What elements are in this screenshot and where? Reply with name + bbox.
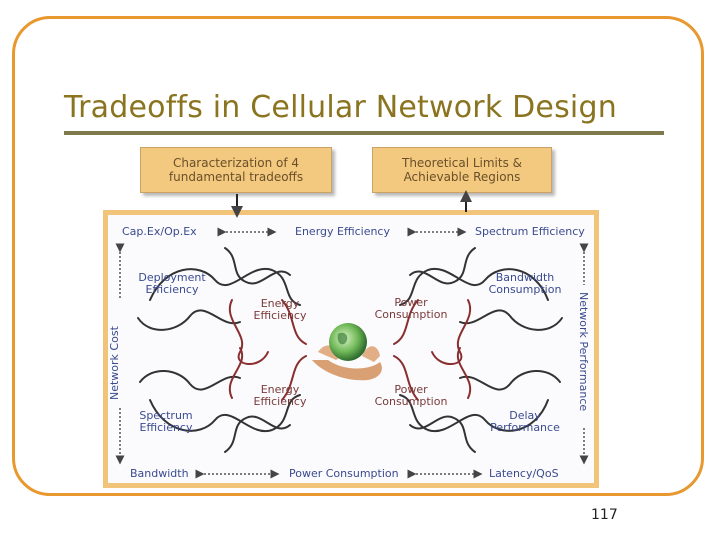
deployment-line-1: Deployment [138,271,206,284]
energy-bottom-line-2: Efficiency [253,395,307,408]
slide-frame [12,16,704,496]
spectrum-efficiency-top-label: Spectrum Efficiency [475,225,585,238]
delay-line-2: Performance [490,421,560,434]
limits-box-line-1: Theoretical Limits & [401,156,523,170]
capex-opex-label: Cap.Ex/Op.Ex [122,225,197,238]
energy-top-line-2: Efficiency [253,309,307,322]
power-consumption-bottom-label: Power Consumption [289,467,399,480]
bandwidth-consumption-label: Bandwidth Consumption [484,272,566,296]
bandwidth-line-2: Consumption [488,283,562,296]
tradeoffs-box-line-1: Characterization of 4 [172,156,300,170]
hands-globe-image [312,323,382,381]
power-top-line-2: Consumption [374,308,448,321]
energy-efficiency-top-label: Energy Efficiency [295,225,390,238]
power-bottom-line-1: Power [394,383,428,396]
spectrum-line-2: Efficiency [139,421,193,434]
network-cost-label: Network Cost [108,326,121,400]
slide-title: Tradeoffs in Cellular Network Design [64,90,617,125]
bandwidth-label: Bandwidth [130,467,189,480]
energy-efficiency-upper-label: Energy Efficiency [244,298,316,322]
latency-qos-label: Latency/QoS [489,467,559,480]
deployment-line-2: Efficiency [145,283,199,296]
page-number: 117 [591,507,618,523]
energy-efficiency-lower-label: Energy Efficiency [244,384,316,408]
energy-bottom-line-1: Energy [260,383,300,396]
network-performance-label: Network Performance [577,292,590,412]
power-top-line-1: Power [394,296,428,309]
tradeoffs-box-line-2: fundamental tradeoffs [168,170,304,184]
delay-line-1: Delay [509,409,541,422]
deployment-efficiency-label: Deployment Efficiency [134,272,210,296]
energy-top-line-1: Energy [260,297,300,310]
delay-performance-label: Delay Performance [484,410,566,434]
power-consumption-lower-label: Power Consumption [370,384,452,408]
bandwidth-line-1: Bandwidth [495,271,555,284]
power-bottom-line-2: Consumption [374,395,448,408]
tradeoffs-characterization-box: Characterization of 4 fundamental tradeo… [140,147,332,193]
power-consumption-upper-label: Power Consumption [370,297,452,321]
theoretical-limits-box: Theoretical Limits & Achievable Regions [372,147,552,193]
title-underline [64,131,664,135]
puzzle-curves [137,247,563,453]
spectrum-line-1: Spectrum [139,409,193,422]
limits-box-line-2: Achievable Regions [403,170,521,184]
spectrum-efficiency-label: Spectrum Efficiency [130,410,202,434]
